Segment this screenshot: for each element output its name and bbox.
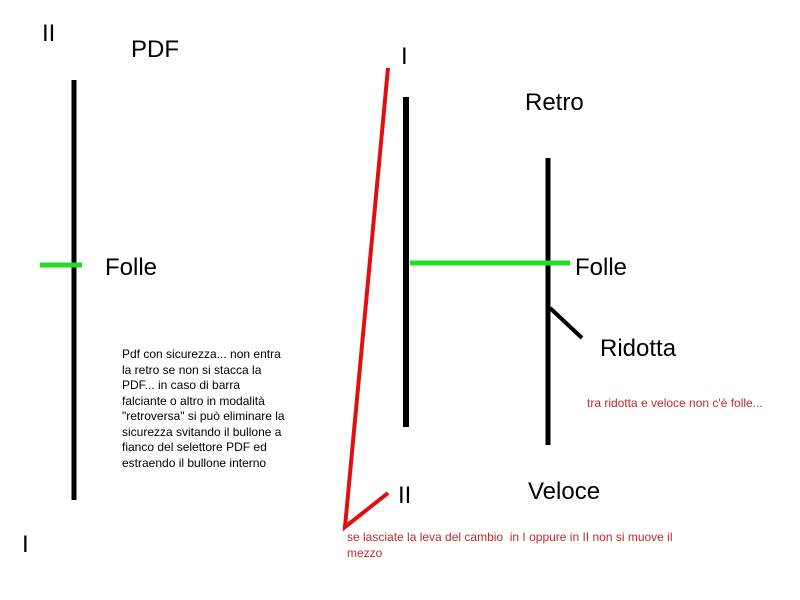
side-note: tra ridotta e veloce non c'è folle...	[587, 396, 763, 410]
note-line: se lasciate la leva del cambio in I oppu…	[347, 530, 673, 544]
veloce-label: Veloce	[528, 478, 601, 505]
pdf-neutral-label: Folle	[105, 254, 158, 281]
note-line: fianco del selettore PDF ed	[122, 440, 267, 454]
note-line: mezzo	[347, 545, 383, 560]
pdf-gear-top-label: II	[42, 20, 56, 47]
pdf-title: PDF	[131, 36, 179, 63]
pdf-gear-bottom-label: I	[22, 531, 29, 558]
note-line: sicurezza svitando il bullone a	[122, 424, 282, 439]
note-line: "retroversa" si può eliminare la	[122, 409, 285, 423]
gear-top-label: I	[401, 43, 408, 70]
ridotta-branch	[548, 306, 584, 340]
gear-neutral-label: Folle	[575, 254, 628, 281]
note-line: PDF... in caso di barra	[122, 378, 241, 392]
note-line: la retro se non si stacca la	[122, 362, 262, 377]
bottom-note: se lasciate la leva del cambio in I oppu…	[347, 530, 673, 561]
retro-label: Retro	[525, 89, 584, 116]
note-line: falciante o altro in modalità	[122, 393, 265, 408]
gear-bottom-label: II	[398, 482, 412, 509]
note-line: estraendo il bullone interno	[122, 455, 267, 470]
annotation-arrow	[342, 67, 390, 532]
note-line: Pdf con sicurezza... non entra	[122, 347, 281, 361]
ridotta-label: Ridotta	[600, 335, 677, 362]
